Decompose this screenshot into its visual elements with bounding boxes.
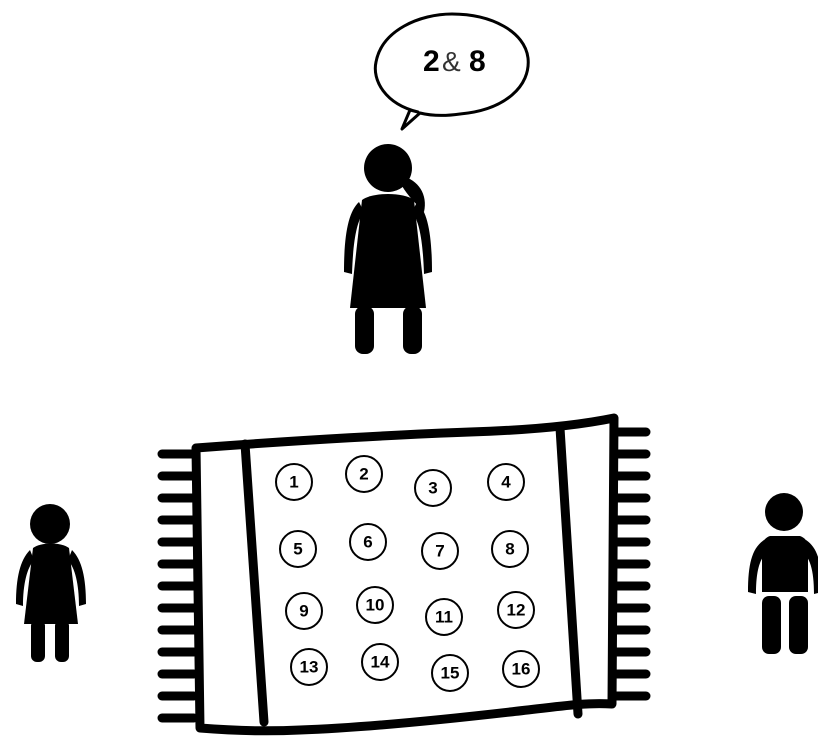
rug-circle-9: 9 bbox=[285, 592, 323, 630]
rug-circle-label: 7 bbox=[435, 542, 444, 561]
rug-circle-label: 4 bbox=[501, 473, 511, 492]
bubble-number-first: 2 bbox=[423, 45, 440, 78]
rug-circle-outline bbox=[279, 530, 317, 568]
rug-circle-6: 6 bbox=[349, 523, 387, 561]
rug-circle-label: 5 bbox=[293, 540, 302, 559]
rug-right-band bbox=[555, 423, 583, 719]
rug-left-band bbox=[240, 439, 269, 727]
rug-circle-label: 9 bbox=[299, 602, 308, 621]
rug-circle-label: 16 bbox=[512, 660, 531, 679]
rug-circle-16: 16 bbox=[502, 650, 540, 688]
rug-circle-label: 10 bbox=[366, 596, 385, 615]
rug-circle-outline bbox=[431, 654, 469, 692]
rug-circle-outline bbox=[356, 586, 394, 624]
rug-circle-1: 1 bbox=[275, 463, 313, 501]
rug-right-fringe bbox=[609, 427, 651, 701]
rug-circle-15: 15 bbox=[431, 654, 469, 692]
rug-circle-outline bbox=[275, 463, 313, 501]
rug-circle-outline bbox=[425, 598, 463, 636]
rug-circle-outline bbox=[361, 643, 399, 681]
rug-circle-8: 8 bbox=[491, 530, 529, 568]
rug-circle-label: 13 bbox=[300, 658, 319, 677]
rug-circle-12: 12 bbox=[497, 591, 535, 629]
person-right-icon bbox=[748, 493, 818, 654]
rug-circle-label: 8 bbox=[505, 540, 514, 559]
rug-circle-10: 10 bbox=[356, 586, 394, 624]
rug-circle-outline bbox=[497, 591, 535, 629]
speech-bubble: 2 & 8 bbox=[373, 12, 530, 131]
rug bbox=[157, 413, 651, 736]
rug-circle-7: 7 bbox=[421, 532, 459, 570]
rug-left-fringe bbox=[157, 449, 199, 723]
rug-circle-label: 1 bbox=[289, 473, 298, 492]
rug-circle-label: 2 bbox=[359, 465, 368, 484]
rug-circle-outline bbox=[414, 469, 452, 507]
rug-circle-label: 12 bbox=[507, 601, 526, 620]
rug-circle-outline bbox=[487, 463, 525, 501]
rug-circle-outline bbox=[349, 523, 387, 561]
rug-circle-4: 4 bbox=[487, 463, 525, 501]
rug-circle-label: 11 bbox=[435, 608, 453, 627]
rug-circle-label: 14 bbox=[371, 653, 390, 672]
rug-circle-outline bbox=[290, 648, 328, 686]
rug-circle-outline bbox=[345, 455, 383, 493]
rug-circle-label: 15 bbox=[441, 664, 460, 683]
rug-circle-11: 11 bbox=[425, 598, 463, 636]
rug-circle-outline bbox=[285, 592, 323, 630]
rug-circle-label: 6 bbox=[363, 533, 372, 552]
rug-circle-5: 5 bbox=[279, 530, 317, 568]
rug-circle-13: 13 bbox=[290, 648, 328, 686]
bubble-number-second: 8 bbox=[469, 45, 486, 78]
rug-circle-outline bbox=[421, 532, 459, 570]
rug-circle-14: 14 bbox=[361, 643, 399, 681]
rug-circle-outline bbox=[502, 650, 540, 688]
rug-circle-outline bbox=[491, 530, 529, 568]
bubble-ampersand: & bbox=[442, 46, 461, 77]
person-speaking-icon bbox=[344, 144, 432, 354]
person-left-icon bbox=[16, 504, 86, 662]
rug-circle-2: 2 bbox=[345, 455, 383, 493]
rug-circle-label: 3 bbox=[428, 479, 437, 498]
rug-circle-3: 3 bbox=[414, 469, 452, 507]
speech-bubble-outline bbox=[373, 12, 530, 131]
